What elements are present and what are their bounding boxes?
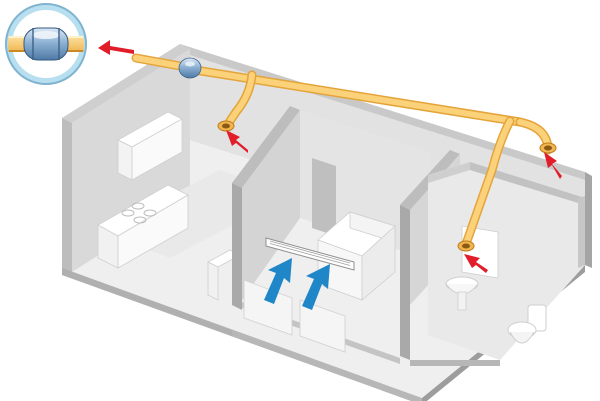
bathroom	[428, 162, 585, 360]
fan-inset	[5, 3, 87, 85]
fan-icon	[23, 27, 69, 61]
toilet	[507, 304, 547, 344]
bedroom	[300, 110, 430, 301]
bed	[317, 211, 396, 301]
upper-cabinets	[117, 111, 183, 181]
kitchen-counter	[97, 184, 189, 269]
exhaust-valve-icon	[539, 142, 557, 154]
sink	[445, 276, 479, 311]
supply-arrow-icon	[264, 258, 292, 304]
front-walls	[62, 268, 500, 366]
extract-arrow-icon	[226, 130, 248, 153]
partition-wall-1	[232, 106, 300, 310]
extract-arrow-icon	[544, 152, 562, 179]
supply-arrow-icon	[302, 264, 330, 310]
bedroom-door	[312, 158, 336, 236]
extract-arrow-icon	[98, 40, 134, 55]
exhaust-valve-icon	[457, 240, 475, 252]
exhaust-valve-icon	[217, 120, 235, 132]
supply-grille	[265, 237, 355, 271]
fan-icon	[178, 57, 202, 79]
extract-arrow-icon	[464, 254, 488, 273]
right-walls	[578, 172, 592, 268]
